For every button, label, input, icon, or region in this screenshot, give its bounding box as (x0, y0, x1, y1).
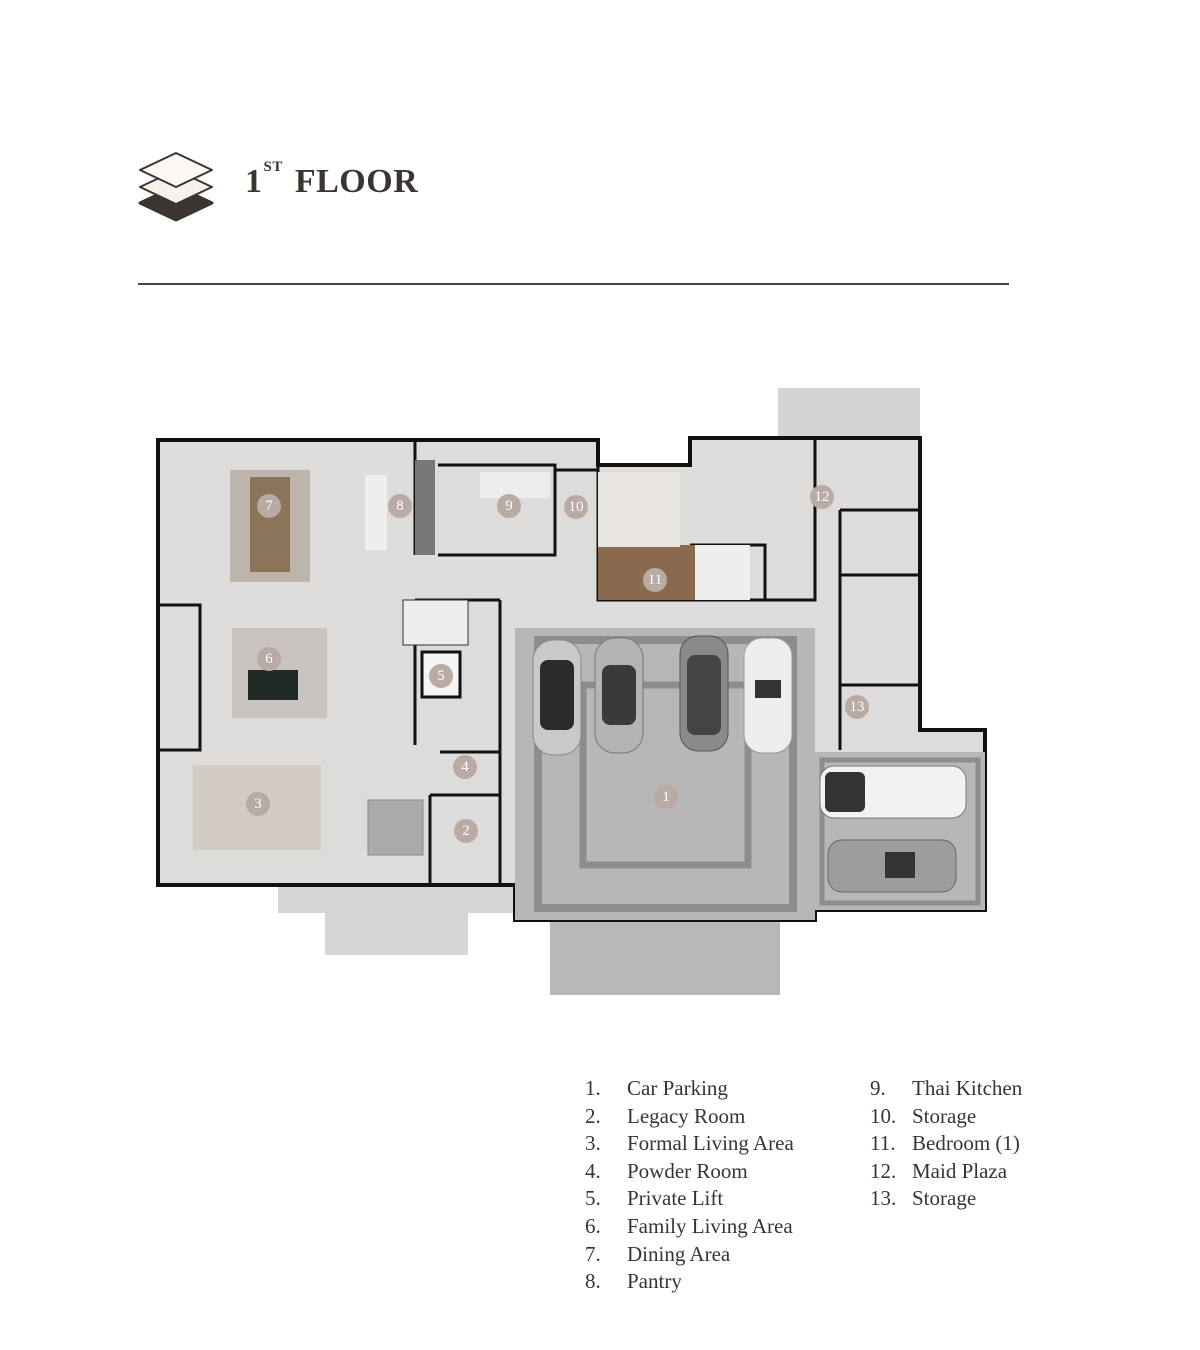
legend-number: 3. (585, 1131, 601, 1156)
room-marker-13: 13 (845, 695, 869, 719)
room-marker-11: 11 (643, 568, 667, 592)
room-marker-label: 8 (396, 498, 404, 514)
paving-inner-border (579, 681, 752, 869)
legend-number: 8. (585, 1269, 601, 1294)
legend-name: Dining Area (627, 1241, 731, 1266)
room-marker-5: 5 (429, 664, 453, 688)
front-porch (278, 885, 516, 913)
room-marker-8: 8 (388, 494, 412, 518)
legend-item: 5. Private Lift (585, 1186, 794, 1214)
room-marker-2: 2 (454, 819, 478, 843)
legend-item: 11. Bedroom (1) (870, 1131, 1022, 1159)
legend-number: 9. (870, 1076, 886, 1100)
legend-item: 6. Family Living Area (585, 1214, 794, 1242)
bed (598, 472, 680, 547)
room-marker-7: 7 (257, 494, 281, 518)
room-marker-label: 3 (254, 796, 262, 812)
side-garage-border (819, 757, 981, 906)
legend-item: 4. Powder Room (585, 1159, 794, 1187)
room-marker-12: 12 (810, 485, 834, 509)
room-legend-column-1: 1. Car Parking 2. Legacy Room 3. Formal Liv… (585, 1076, 794, 1297)
paving-border (534, 636, 797, 912)
legend-item: 3. Formal Living Area (585, 1131, 794, 1159)
legend-number: 1. (585, 1076, 601, 1100)
foyer-feature (367, 799, 424, 856)
floor-suffix: ST (263, 159, 283, 175)
room-marker-4: 4 (453, 755, 477, 779)
legend-name: Powder Room (627, 1158, 748, 1183)
legend-name: Storage (912, 1103, 977, 1128)
legend-name: Formal Living Area (627, 1131, 794, 1156)
legend-name: Car Parking (627, 1076, 728, 1100)
legend-item: 2. Legacy Room (585, 1104, 794, 1132)
pantry-island (365, 475, 387, 550)
kitchen-counter (480, 472, 550, 498)
legend-name: Private Lift (627, 1186, 724, 1211)
room-marker-10: 10 (564, 495, 588, 519)
legend-item: 13. Storage (870, 1186, 1022, 1214)
room-marker-1: 1 (654, 785, 678, 809)
room-marker-label: 12 (815, 489, 830, 505)
legend-number: 5. (585, 1186, 601, 1211)
cars (532, 635, 967, 893)
rear-terrace (778, 388, 920, 438)
legend-name: Storage (912, 1186, 977, 1211)
room-marker-label: 11 (648, 572, 662, 588)
legend-number: 4. (585, 1158, 601, 1183)
legend-number: 13. (870, 1186, 897, 1211)
room-marker-label: 5 (437, 668, 445, 684)
coffee-table (248, 670, 298, 700)
legend-number: 11. (870, 1131, 896, 1156)
room-marker-9: 9 (497, 494, 521, 518)
legend-number: 6. (585, 1213, 601, 1238)
room-marker-label: 9 (505, 498, 513, 514)
room-marker-6: 6 (257, 647, 281, 671)
room-marker-label: 2 (462, 823, 470, 839)
room-marker-label: 4 (461, 759, 469, 775)
room-marker-label: 13 (850, 699, 865, 715)
floor-number: 1 (245, 163, 263, 200)
legend-item: 8. Pantry (585, 1269, 794, 1297)
legend-name: Pantry (627, 1269, 682, 1294)
room-marker-label: 7 (265, 498, 273, 514)
dining-table (250, 477, 290, 572)
room-legend-column-2: 9. Thai Kitchen 10. Storage 11. Bedroom (1)… (870, 1076, 1022, 1214)
legend-name: Bedroom (1) (912, 1131, 1020, 1156)
legend-number: 7. (585, 1241, 601, 1266)
legend-item: 10. Storage (870, 1104, 1022, 1132)
floor-word: FLOOR (294, 163, 419, 200)
legend-name: Thai Kitchen (912, 1076, 1023, 1100)
room-marker-label: 1 (662, 789, 670, 805)
layers-icon (136, 150, 216, 229)
legend-name: Maid Plaza (912, 1158, 1008, 1183)
bedroom-stairs (695, 545, 750, 600)
room-marker-label: 6 (265, 651, 273, 667)
legend-number: 10. (870, 1103, 897, 1128)
legend-item: 1. Car Parking (585, 1076, 794, 1104)
legend-item: 9. Thai Kitchen (870, 1076, 1022, 1104)
page-title: 1ST FLOOR (245, 159, 419, 201)
legend-name: Family Living Area (627, 1213, 793, 1238)
room-marker-3: 3 (246, 792, 270, 816)
divider (138, 283, 1009, 285)
legend-item: 7. Dining Area (585, 1242, 794, 1270)
legend-item: 12. Maid Plaza (870, 1159, 1022, 1187)
room-marker-label: 10 (569, 499, 584, 515)
legend-name: Legacy Room (627, 1103, 746, 1128)
front-steps (325, 913, 468, 955)
driveway (550, 910, 780, 995)
legend-number: 12. (870, 1158, 897, 1183)
pantry-counter (415, 460, 435, 555)
staircase (402, 599, 469, 646)
legend-number: 2. (585, 1103, 601, 1128)
